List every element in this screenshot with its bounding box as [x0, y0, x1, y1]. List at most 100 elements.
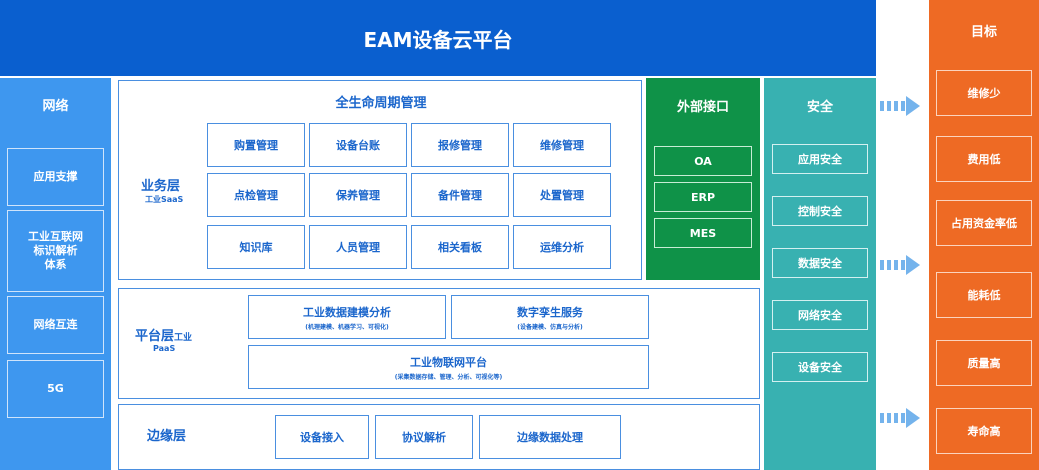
security-column: 安全 应用安全 控制安全 数据安全 网络安全 设备安全 [764, 78, 876, 470]
edge-item-device-access: 设备接入 [275, 415, 369, 459]
goal-item-low-energy: 能耗低 [936, 272, 1032, 318]
business-layer-label: 业务层 工业SaaS [141, 175, 211, 205]
business-cell-label: 点检管理 [234, 189, 278, 202]
iot-platform-box: 工业物联网平台 (采集数据存储、管理、分析、可视化等) [248, 345, 649, 389]
network-item-5g: 5G [7, 360, 104, 418]
business-cell-label: 相关看板 [438, 241, 482, 254]
security-item-label: 数据安全 [798, 257, 842, 270]
business-cell: 设备台账 [309, 123, 407, 167]
external-item-mes: MES [654, 218, 752, 248]
business-cell-label: 知识库 [239, 241, 273, 254]
business-cell-label: 设备台账 [336, 139, 380, 152]
edge-item-label: 边缘数据处理 [517, 431, 583, 444]
goal-item-label: 质量高 [967, 357, 1001, 370]
digital-twin-title: 数字孪生服务 [517, 305, 583, 319]
goal-item-label: 费用低 [967, 153, 1001, 166]
business-cell: 保养管理 [309, 173, 407, 217]
security-item-label: 控制安全 [798, 205, 842, 218]
business-cell-label: 维修管理 [540, 139, 584, 152]
goal-item-low-cost: 费用低 [936, 136, 1032, 182]
platform-layer-panel: 平台层工业 PaaS 工业数据建模分析 (机理建模、机器学习、可视化) 数字孪生… [118, 288, 760, 399]
security-item-data: 数据安全 [772, 248, 868, 278]
network-item-line: 标识解析 [33, 244, 78, 257]
network-item-label: 网络互连 [33, 318, 78, 331]
business-cell-label: 报修管理 [438, 139, 482, 152]
platform-layer-label: 平台层工业 PaaS [135, 325, 225, 353]
business-cell-label: 人员管理 [336, 241, 380, 254]
modeling-analysis-title: 工业数据建模分析 [303, 305, 391, 319]
business-cell-label: 保养管理 [336, 189, 380, 202]
business-cell-label: 购置管理 [234, 139, 278, 152]
business-cell-label: 备件管理 [438, 189, 482, 202]
business-cell: 备件管理 [411, 173, 509, 217]
goals-column: 目标 维修少 费用低 占用资金率低 能耗低 质量高 寿命高 [929, 0, 1039, 470]
network-item-line: 体系 [44, 258, 67, 271]
security-item-label: 网络安全 [798, 309, 842, 322]
external-item-erp: ERP [654, 182, 752, 212]
right-arrow-icon [880, 408, 924, 428]
goal-item-label: 维修少 [967, 87, 1001, 100]
modeling-analysis-sub: (机理建模、机器学习、可视化) [305, 323, 389, 331]
business-layer-subtitle: 工业SaaS [145, 195, 184, 204]
platform-header: EAM设备云平台 [0, 0, 876, 76]
business-cell: 购置管理 [207, 123, 305, 167]
platform-layer-title: 平台层 [135, 329, 175, 344]
security-title: 安全 [806, 99, 833, 115]
security-item-control: 控制安全 [772, 196, 868, 226]
network-item-identifier: 工业互联网 标识解析 体系 [7, 210, 104, 292]
goal-item-less-repair: 维修少 [936, 70, 1032, 116]
platform-layer-subtitle: PaaS [153, 344, 176, 353]
goal-item-low-capital: 占用资金率低 [936, 200, 1032, 246]
business-cell-label: 运维分析 [540, 241, 584, 254]
business-layer-title: 业务层 [141, 179, 181, 194]
security-item-application: 应用安全 [772, 144, 868, 174]
right-arrow-icon [880, 255, 924, 275]
business-cell: 人员管理 [309, 225, 407, 269]
modeling-analysis-box: 工业数据建模分析 (机理建模、机器学习、可视化) [248, 295, 446, 339]
iot-platform-sub: (采集数据存储、管理、分析、可视化等) [394, 373, 503, 381]
edge-item-protocol-parsing: 协议解析 [375, 415, 473, 459]
external-item-label: OA [694, 154, 712, 168]
goal-item-label: 寿命高 [967, 425, 1001, 438]
edge-item-label: 设备接入 [300, 431, 344, 444]
external-interface-column: 外部接口 OA ERP MES [646, 78, 760, 280]
edge-item-data-processing: 边缘数据处理 [479, 415, 621, 459]
network-item-interconnect: 网络互连 [7, 296, 104, 354]
digital-twin-box: 数字孪生服务 (设备建模、仿真与分析) [451, 295, 649, 339]
business-cell: 报修管理 [411, 123, 509, 167]
business-cell: 知识库 [207, 225, 305, 269]
security-item-label: 应用安全 [798, 153, 842, 166]
security-item-network: 网络安全 [772, 300, 868, 330]
digital-twin-sub: (设备建模、仿真与分析) [517, 323, 583, 331]
platform-layer-title-suffix: 工业 [174, 333, 193, 343]
edge-layer-panel: 边缘层 设备接入 协议解析 边缘数据处理 [118, 404, 760, 470]
business-cell: 处置管理 [513, 173, 611, 217]
network-item-label: 5G [47, 382, 64, 395]
iot-platform-title: 工业物联网平台 [410, 355, 487, 369]
business-cell: 运维分析 [513, 225, 611, 269]
network-item-app-support: 应用支撑 [7, 148, 104, 206]
business-cell: 点检管理 [207, 173, 305, 217]
lifecycle-title: 全生命周期管理 [335, 95, 427, 111]
goal-item-label: 能耗低 [967, 289, 1001, 302]
network-column: 网络 应用支撑 工业互联网 标识解析 体系 网络互连 5G [0, 78, 111, 470]
business-cell: 相关看板 [411, 225, 509, 269]
business-cell-label: 处置管理 [540, 189, 584, 202]
edge-layer-title: 边缘层 [147, 429, 187, 444]
external-interface-title: 外部接口 [676, 99, 729, 115]
security-item-label: 设备安全 [798, 361, 842, 374]
business-layer-panel: 全生命周期管理 业务层 工业SaaS 购置管理 设备台账 报修管理 维修管理点检管理 保… [118, 80, 642, 280]
network-item-line: 工业互联网 [28, 230, 83, 243]
business-cell: 维修管理 [513, 123, 611, 167]
goal-item-high-quality: 质量高 [936, 340, 1032, 386]
external-item-oa: OA [654, 146, 752, 176]
goals-title: 目标 [970, 24, 997, 40]
platform-title: EAM设备云平台 [363, 27, 513, 52]
network-title: 网络 [42, 98, 69, 114]
external-item-label: ERP [690, 190, 716, 204]
right-arrow-icon [880, 96, 924, 116]
edge-item-label: 协议解析 [402, 431, 446, 444]
goal-item-long-life: 寿命高 [936, 408, 1032, 454]
security-item-device: 设备安全 [772, 352, 868, 382]
external-item-label: MES [689, 226, 717, 240]
